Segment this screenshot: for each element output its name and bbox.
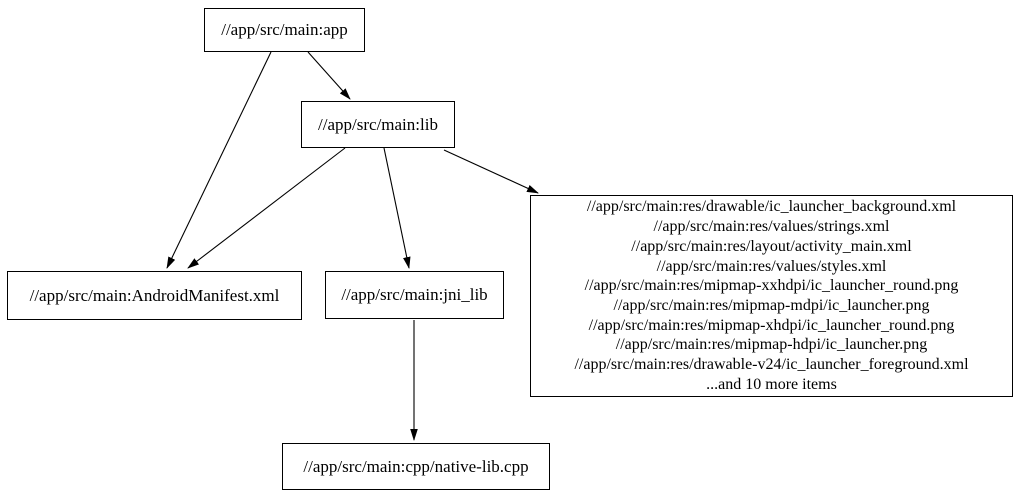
node-jni-lib-label: //app/src/main:jni_lib bbox=[341, 285, 488, 304]
node-app-label: //app/src/main:app bbox=[221, 20, 348, 39]
res-group-line: //app/src/main:res/drawable/ic_launcher_… bbox=[586, 198, 957, 216]
edge-lib-to-jni-lib bbox=[383, 147, 411, 269]
node-app: //app/src/main:app bbox=[204, 8, 365, 52]
node-native-lib-cpp-label: //app/src/main:cpp/native-lib.cpp bbox=[303, 456, 529, 476]
res-group-more-items: ...and 10 more items bbox=[706, 375, 837, 393]
res-group-line: //app/src/main:res/values/styles.xml bbox=[656, 257, 887, 275]
edge-lib-to-res-group bbox=[443, 149, 539, 194]
node-android-manifest-label: //app/src/main:AndroidManifest.xml bbox=[29, 285, 280, 305]
res-group-line: //app/src/main:res/values/strings.xml bbox=[653, 218, 890, 236]
edge-app-to-lib bbox=[307, 51, 351, 100]
res-group-line: //app/src/main:res/layout/activity_main.… bbox=[631, 237, 912, 255]
node-lib: //app/src/main:lib bbox=[301, 101, 455, 148]
edge-lib-to-android-manifest bbox=[187, 147, 346, 269]
edge-app-to-android-manifest bbox=[166, 51, 272, 269]
node-android-manifest: //app/src/main:AndroidManifest.xml bbox=[7, 271, 302, 320]
res-group-line: //app/src/main:res/drawable-v24/ic_launc… bbox=[574, 356, 969, 374]
res-group-line: //app/src/main:res/mipmap-mdpi/ic_launch… bbox=[613, 297, 930, 314]
res-group-line: //app/src/main:res/mipmap-hdpi/ic_launch… bbox=[615, 336, 928, 354]
node-lib-label: //app/src/main:lib bbox=[318, 114, 438, 134]
res-group-line: //app/src/main:res/mipmap-xhdpi/ic_launc… bbox=[588, 316, 955, 334]
node-jni-lib: //app/src/main:jni_lib bbox=[325, 271, 504, 319]
node-res-group: //app/src/main:res/drawable/ic_launcher_… bbox=[530, 195, 1013, 397]
res-group-line: //app/src/main:res/mipmap-xxhdpi/ic_laun… bbox=[584, 277, 959, 295]
node-native-lib-cpp: //app/src/main:cpp/native-lib.cpp bbox=[282, 443, 550, 490]
